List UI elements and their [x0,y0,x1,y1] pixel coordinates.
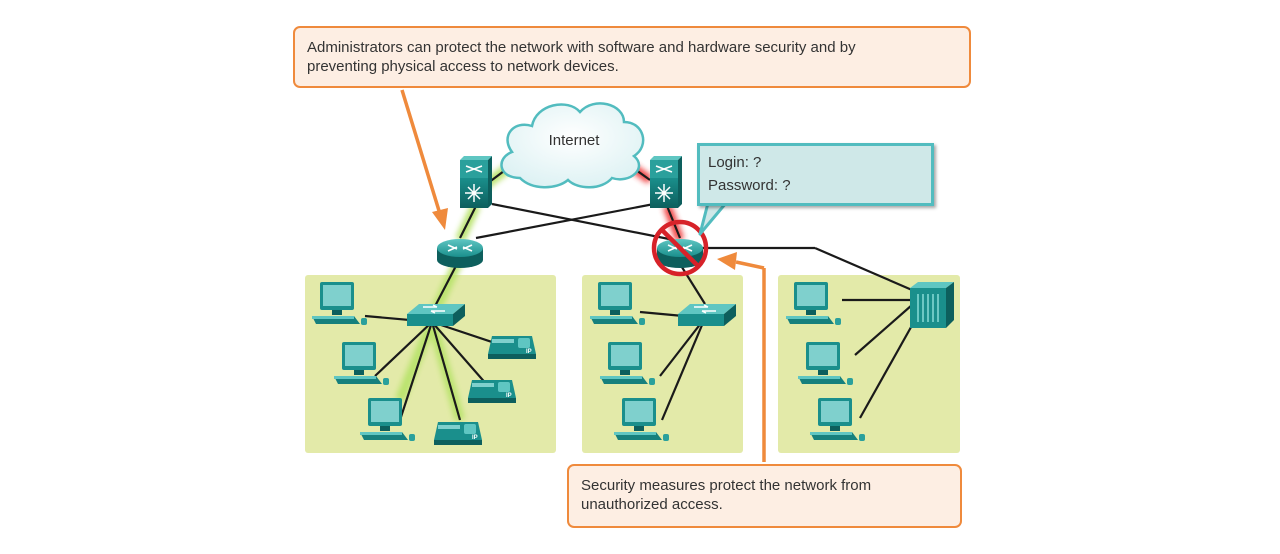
bottom-callout: Security measures protect the network fr… [567,464,962,528]
arrow-icon [717,252,766,462]
cloud-icon [500,102,645,189]
ip-phone-tag: IP [506,393,512,399]
ip-phone-tag: IP [526,349,532,355]
ip-phone-icon: IP [488,336,536,359]
server-icon [910,282,954,328]
switch-icon [407,304,465,326]
multilayer-switch-icon [460,156,492,208]
ip-phone-icon: IP [434,422,482,445]
cloud-label: Internet [549,132,601,149]
router-icon [657,239,703,268]
lan-area-left [305,275,556,453]
top-callout: Administrators can protect the network w… [293,26,971,88]
ip-phone-icon: IP [468,380,516,403]
password-field-label: Password: ? [708,177,791,194]
router-icon [437,239,483,268]
bottom-callout-line-2: unauthorized access. [581,496,723,513]
ip-phone-tag: IP [472,435,478,441]
top-callout-line-1: Administrators can protect the network w… [307,39,856,56]
bottom-callout-line-1: Security measures protect the network fr… [581,477,872,494]
arrow-icon [400,89,448,230]
switch-icon [678,304,736,326]
login-field-label: Login: ? [708,154,762,171]
top-callout-line-2: preventing physical access to network de… [307,58,619,75]
login-prompt: Login: ? Password: ? [697,143,934,206]
multilayer-switch-icon [650,156,682,208]
network-links [364,159,916,421]
no-entry-icon [651,219,709,277]
login-bubble-pointer [698,201,728,236]
